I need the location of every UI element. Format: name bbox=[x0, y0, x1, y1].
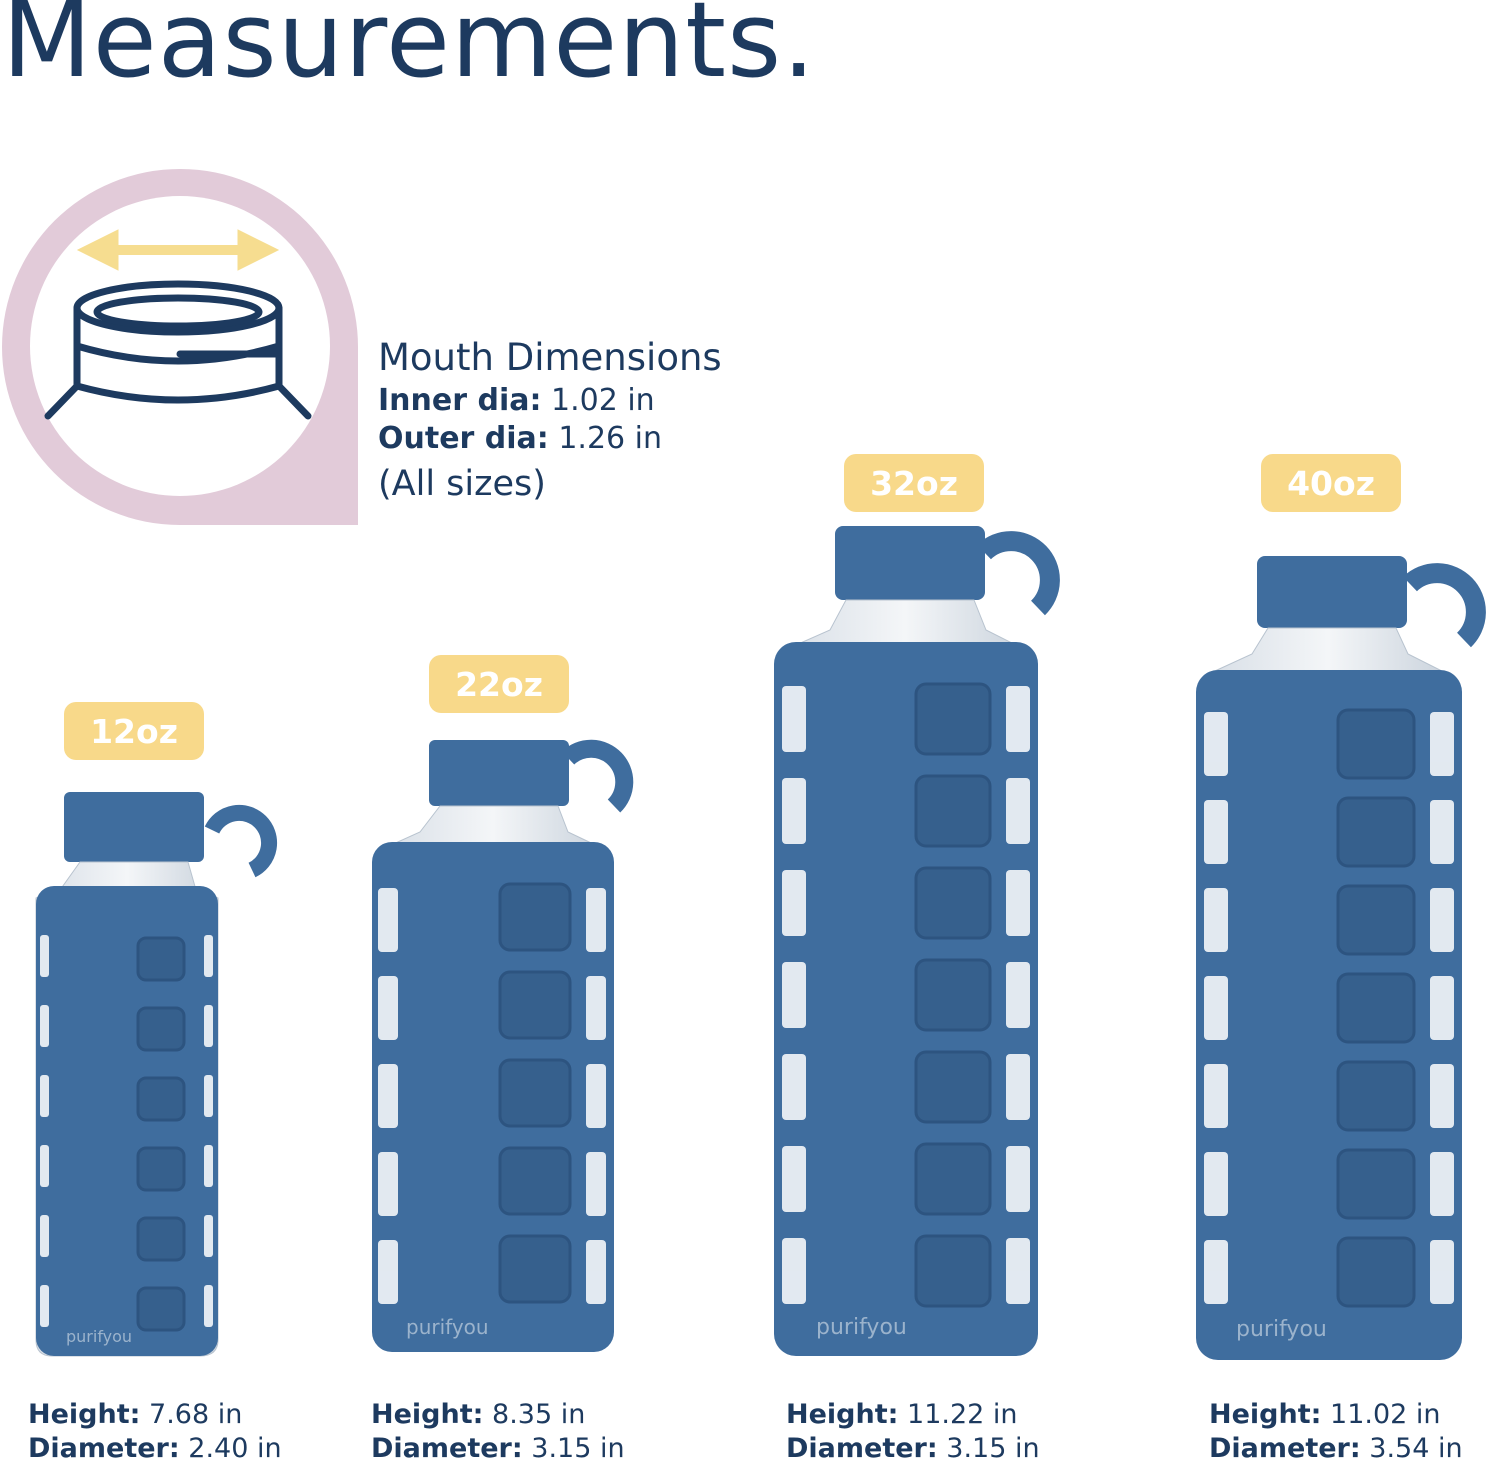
bottle-22oz bbox=[372, 739, 634, 1352]
diameter-label: Diameter: bbox=[371, 1433, 523, 1464]
diameter-value: 2.40 in bbox=[188, 1433, 282, 1464]
brand-logo-40oz: purifyou bbox=[1236, 1317, 1327, 1342]
bottle-neck-icon bbox=[44, 280, 312, 420]
brand-logo-32oz: purifyou bbox=[816, 1315, 907, 1340]
diameter-22oz: Diameter: 3.15 in bbox=[371, 1432, 625, 1466]
bottle-12oz bbox=[35, 792, 278, 1357]
size-badge-40oz: 40oz bbox=[1261, 454, 1401, 512]
height-label: Height: bbox=[786, 1399, 899, 1430]
specs-12oz: Height: 7.68 in Diameter: 2.40 in bbox=[28, 1398, 282, 1466]
bottle-32oz bbox=[774, 526, 1060, 1356]
all-sizes-note: (All sizes) bbox=[378, 464, 546, 504]
height-value: 7.68 in bbox=[149, 1399, 243, 1430]
size-badge-22oz: 22oz bbox=[429, 655, 569, 713]
height-value: 11.22 in bbox=[907, 1399, 1018, 1430]
specs-40oz: Height: 11.02 in Diameter: 3.54 in bbox=[1209, 1398, 1463, 1466]
diameter-label: Diameter: bbox=[786, 1433, 938, 1464]
mouth-dimensions-heading: Mouth Dimensions bbox=[378, 336, 722, 379]
mouth-dimensions: Mouth Dimensions Inner dia: 1.02 in Oute… bbox=[378, 334, 722, 510]
diameter-40oz: Diameter: 3.54 in bbox=[1209, 1432, 1463, 1466]
height-40oz: Height: 11.02 in bbox=[1209, 1398, 1463, 1432]
inner-diameter-label: Inner dia: bbox=[378, 383, 542, 418]
height-label: Height: bbox=[371, 1399, 484, 1430]
brand-logo-12oz: purifyou bbox=[66, 1327, 132, 1346]
height-value: 8.35 in bbox=[492, 1399, 586, 1430]
outer-diameter-label: Outer dia: bbox=[378, 421, 549, 456]
diameter-32oz: Diameter: 3.15 in bbox=[786, 1432, 1040, 1466]
height-32oz: Height: 11.22 in bbox=[786, 1398, 1040, 1432]
height-value: 11.02 in bbox=[1330, 1399, 1441, 1430]
bottle-mouth-icon bbox=[2, 169, 359, 526]
inner-diameter-value: 1.02 in bbox=[551, 383, 655, 418]
diameter-label: Diameter: bbox=[1209, 1433, 1361, 1464]
height-label: Height: bbox=[28, 1399, 141, 1430]
page-title: Measurements. bbox=[2, 0, 817, 101]
diameter-12oz: Diameter: 2.40 in bbox=[28, 1432, 282, 1466]
diameter-value: 3.54 in bbox=[1369, 1433, 1463, 1464]
height-22oz: Height: 8.35 in bbox=[371, 1398, 625, 1432]
brand-logo-22oz: purifyou bbox=[406, 1315, 489, 1339]
diameter-label: Diameter: bbox=[28, 1433, 180, 1464]
height-12oz: Height: 7.68 in bbox=[28, 1398, 282, 1432]
size-badge-12oz: 12oz bbox=[64, 702, 204, 760]
outer-diameter-value: 1.26 in bbox=[558, 421, 663, 456]
size-badge-32oz: 32oz bbox=[844, 454, 984, 512]
specs-32oz: Height: 11.22 in Diameter: 3.15 in bbox=[786, 1398, 1040, 1466]
specs-22oz: Height: 8.35 in Diameter: 3.15 in bbox=[371, 1398, 625, 1466]
diameter-value: 3.15 in bbox=[531, 1433, 625, 1464]
double-arrow-icon bbox=[76, 229, 280, 271]
bottle-40oz bbox=[1196, 556, 1486, 1360]
height-label: Height: bbox=[1209, 1399, 1322, 1430]
outer-diameter: Outer dia: 1.26 in bbox=[378, 420, 722, 458]
diameter-value: 3.15 in bbox=[946, 1433, 1040, 1464]
inner-diameter: Inner dia: 1.02 in bbox=[378, 382, 722, 420]
